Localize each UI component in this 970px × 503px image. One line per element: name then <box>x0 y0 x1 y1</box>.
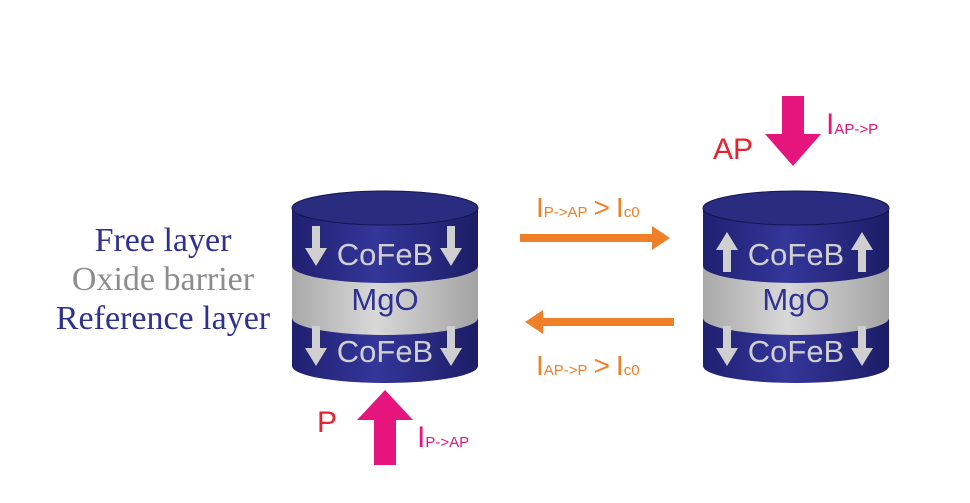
left-free-layer-material: CoFeB <box>337 237 433 272</box>
down-arrow-icon <box>305 326 327 366</box>
right-barrier-material: MgO <box>762 282 829 317</box>
up-arrow-icon <box>716 232 738 272</box>
reference-layer-label: Reference layer <box>56 300 271 337</box>
p-to-ap-switch-arrow <box>520 226 670 250</box>
top-pulse-current-label: IAP->P <box>826 108 878 141</box>
down-arrow-icon <box>851 326 873 366</box>
right-free-layer-material: CoFeB <box>748 237 844 272</box>
ap-to-p-condition-label: IAP->P>Ic0 <box>536 350 640 381</box>
ap-to-p-switch-arrow <box>525 310 674 334</box>
down-arrow-icon <box>440 226 462 266</box>
down-arrow-icon <box>716 326 738 366</box>
left-mtj-stack: CoFeB MgO CoFeB <box>291 190 479 383</box>
left-barrier-material: MgO <box>351 282 418 317</box>
ap-state-label: AP <box>713 133 753 166</box>
p-state-label: P <box>317 406 337 439</box>
oxide-barrier-label: Oxide barrier <box>72 261 255 298</box>
bottom-pulse-current-label: IP->AP <box>417 421 469 454</box>
up-arrow-icon <box>851 232 873 272</box>
down-arrow-icon <box>440 326 462 366</box>
free-layer-label: Free layer <box>95 222 233 259</box>
down-arrow-icon <box>305 226 327 266</box>
right-reference-layer-material: CoFeB <box>748 334 844 369</box>
left-reference-layer-material: CoFeB <box>337 334 433 369</box>
bottom-current-pulse-arrow <box>357 390 413 465</box>
right-mtj-stack: CoFeB MgO CoFeB <box>702 190 890 383</box>
p-to-ap-condition-label: IP->AP>Ic0 <box>536 192 640 223</box>
top-current-pulse-arrow <box>765 96 821 166</box>
